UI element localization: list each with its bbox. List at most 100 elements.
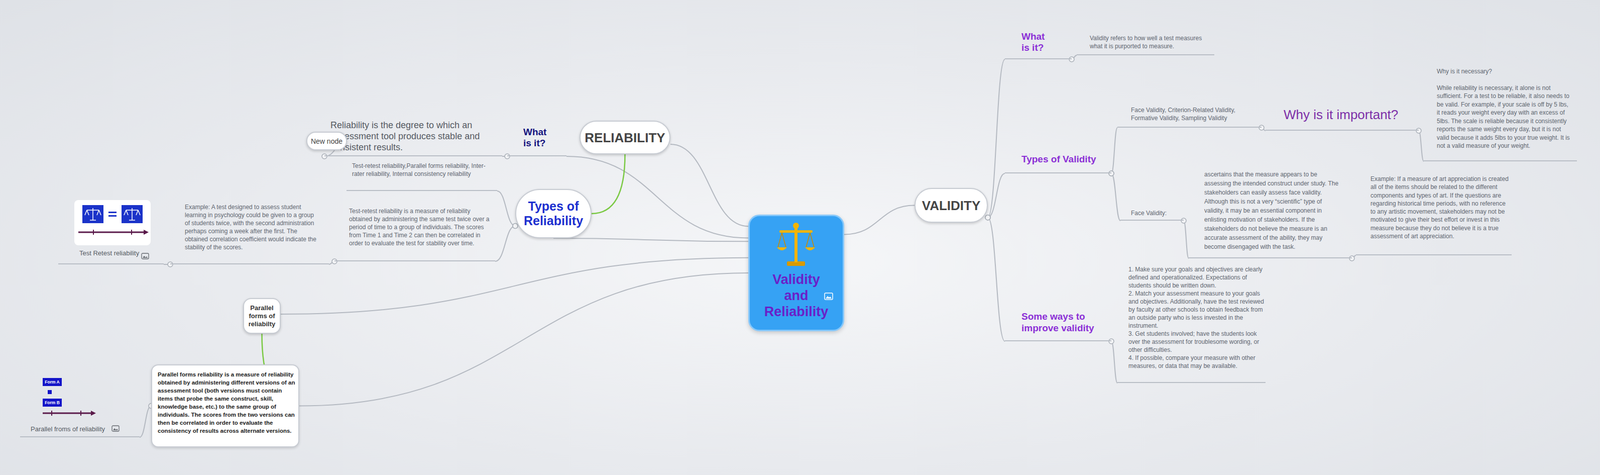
icon-frame (111, 425, 120, 431)
topic-text: New node (307, 137, 346, 146)
subtopic: What is it? (1004, 29, 1072, 60)
branch-line (553, 238, 749, 242)
image-icon (111, 424, 120, 432)
topic-text: 1. Make sure your goals and objectives a… (1128, 265, 1266, 290)
form-label: Form A (42, 377, 62, 386)
topic-text: What is it? (523, 126, 555, 149)
scale-beam (779, 230, 813, 233)
junction-dot (1349, 255, 1355, 261)
axis-arrowhead (143, 229, 149, 235)
scale-chains (777, 232, 815, 248)
topic-text: What is it? (1021, 31, 1053, 54)
note-text: Face Validity, Criterion-Related Validit… (1117, 102, 1262, 128)
topic-text: RELIABILITY (582, 130, 668, 146)
icon-frame (824, 292, 833, 300)
topic-text: Why is it important? (1283, 106, 1417, 123)
junction-dot (1108, 170, 1114, 176)
topic-body: 3. Get students involved; have the stude… (1128, 329, 1266, 354)
image-topic: Parallel froms of reliability (20, 371, 140, 437)
branch-line (1418, 130, 1424, 162)
junction-dot (1416, 128, 1422, 134)
subtopic: Types of Validity (1004, 149, 1112, 174)
branch-line (566, 156, 749, 238)
topic-text: Why is it necessary? (1436, 67, 1572, 76)
topic-body: 2. Match your assessment measure to your… (1128, 289, 1266, 330)
topic-body: While reliability is necessary, it alone… (1436, 83, 1572, 151)
topic-text: Parallel forms reliability is a measure … (157, 370, 296, 435)
form-label: Form B (42, 398, 62, 407)
junction-dot (985, 214, 991, 220)
new-node: New node (306, 131, 348, 151)
branch-line (1111, 340, 1118, 383)
main-topic: Parallel forms of reliabilty (243, 297, 281, 334)
note-text: Example: If a measure of art appreciatio… (1355, 172, 1512, 256)
image-icon (824, 292, 834, 300)
time-axis (42, 412, 91, 414)
axis-arrowhead (90, 410, 96, 416)
scale-pan (805, 247, 816, 251)
junction-dot (985, 214, 991, 220)
subtopic: Face Validity: (1120, 204, 1184, 221)
topic-text: Face Validity: (1130, 208, 1182, 217)
topic-text: Test-retest reliability,Parallel forms r… (352, 161, 493, 178)
topic-text: Test Retest reliability (79, 249, 145, 258)
note-text: Example: A test designed to assess stude… (170, 200, 329, 265)
branch-line (1111, 127, 1118, 174)
branch-line (670, 144, 749, 226)
note-text: Test-retest reliability,Parallel forms r… (346, 159, 498, 191)
definition-box: Parallel forms reliability is a measure … (151, 364, 300, 447)
main-topic: Types of Reliability (515, 188, 592, 239)
subtopic: What is it? (507, 125, 567, 157)
scale-glyph (124, 207, 141, 220)
junction-dot (512, 223, 518, 229)
main-topic: RELIABILITY (579, 120, 671, 155)
icon-mountain (112, 427, 119, 430)
time-axis (78, 231, 144, 234)
topic-text: ascertains that the measure appears to b… (1204, 169, 1340, 252)
axis-tick (92, 229, 94, 235)
topic-text: Validity refers to how well a test measu… (1089, 34, 1216, 51)
branch-line (1183, 220, 1189, 259)
branch-line (497, 190, 516, 226)
note-text: Validity refers to how well a test measu… (1076, 31, 1215, 56)
junction-dot (331, 258, 337, 264)
note-text: ascertains that the measure appears to b… (1188, 167, 1352, 259)
main-topic: VALIDITY (914, 187, 988, 223)
axis-tick (80, 410, 82, 416)
topic-text: Types of Validity (1021, 153, 1111, 165)
axis-tick (131, 229, 133, 235)
axis-tick (51, 410, 53, 416)
measure-box (121, 204, 143, 223)
icon-mountain (142, 255, 148, 258)
junction-dot (504, 153, 510, 159)
topic-body: 4. If possible, compare your measure wit… (1128, 353, 1266, 370)
topic-text: Example: If a measure of art appreciatio… (1370, 174, 1511, 241)
junction-dot (321, 153, 327, 159)
junction-dot (1069, 56, 1075, 62)
equals-bar (108, 214, 117, 217)
image-card (74, 199, 151, 246)
junction-dot (1181, 217, 1187, 223)
branch-line (987, 173, 1005, 218)
list-text: 1. Make sure your goals and objectives a… (1117, 263, 1266, 383)
topic-text: VALIDITY (916, 197, 987, 213)
branch-line (987, 217, 1005, 341)
image-icon (141, 252, 150, 260)
junction-dot (1108, 170, 1114, 176)
scale-glyph (84, 207, 101, 220)
topic-text: Face Validity, Criterion-Related Validit… (1130, 105, 1257, 123)
scale-pan (776, 247, 787, 251)
junction-dot (985, 214, 991, 220)
junction-dot (512, 223, 518, 229)
test-retest-illustration (74, 199, 151, 246)
branch-line (495, 225, 516, 262)
topic-text: Types of Reliability (519, 198, 588, 228)
icon-mountain (825, 295, 832, 299)
note-text: Why is it necessary? While reliability is… (1423, 65, 1577, 162)
topic-text: Reliability is the degree to which an as… (330, 119, 497, 153)
note-text: Test-retest reliability is a measure of … (334, 204, 496, 262)
heading-topic: Why is it important? (1265, 102, 1419, 131)
subtopic: Some ways to improve validity (1004, 307, 1112, 341)
branch-line (299, 272, 749, 406)
